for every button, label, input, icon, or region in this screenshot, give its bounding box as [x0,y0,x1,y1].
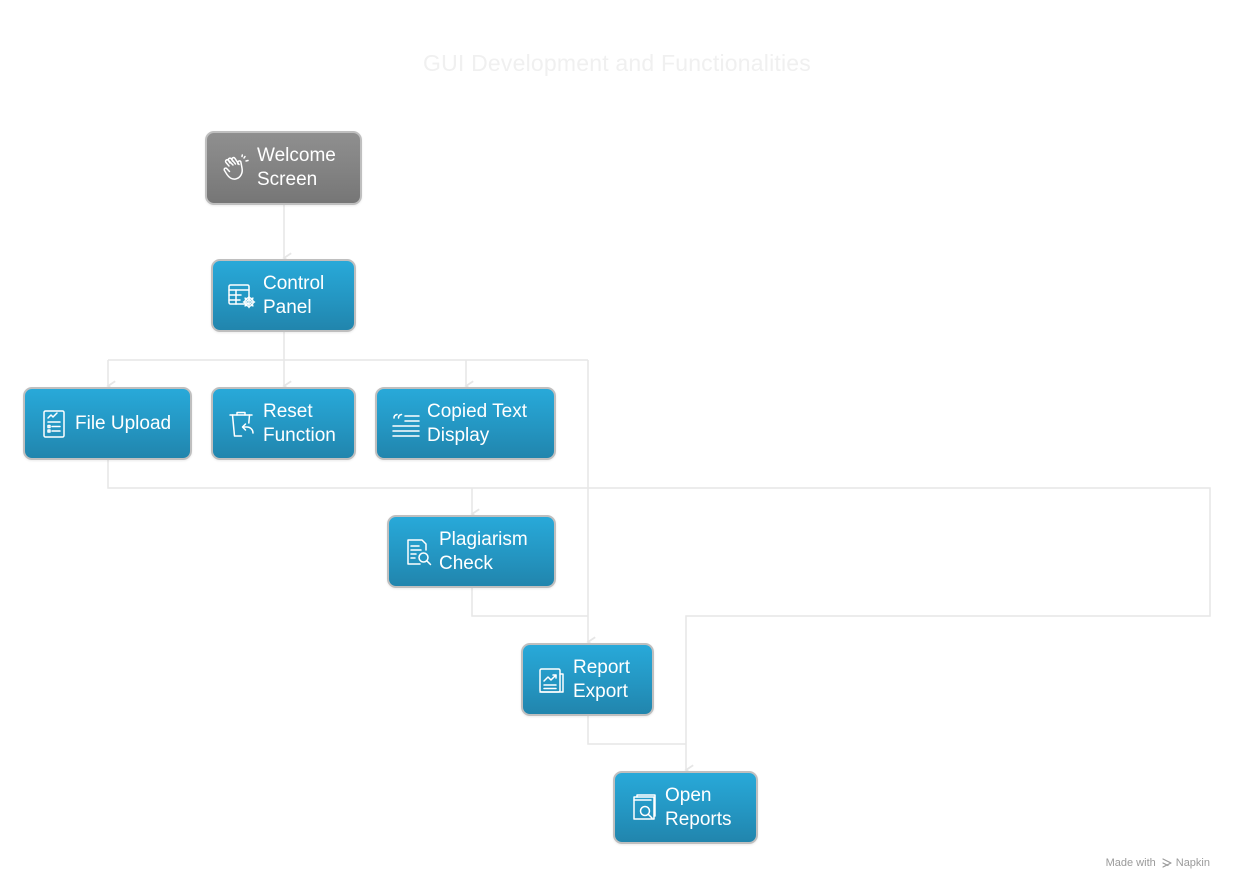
footer-attribution: Made with Napkin [1106,857,1210,869]
chart-report-icon [535,663,569,697]
book-search-icon [627,791,661,825]
node-reset-function: Reset Function [211,387,356,460]
node-copied-text-display: Copied Text Display [375,387,556,460]
node-label: Welcome Screen [257,145,336,190]
document-list-icon [37,407,71,441]
node-open-reports: Open Reports [613,771,758,844]
node-label: Reset Function [263,400,336,446]
diagram-title: GUI Development and Functionalities [423,50,811,76]
node-label: Open Reports [665,784,732,830]
node-label: File Upload [75,412,172,434]
napkin-logo-icon [1161,857,1173,869]
quote-text-icon [389,407,423,441]
footer-brand: Napkin [1175,857,1210,869]
document-search-icon [401,535,435,569]
connector-report-open [587,716,686,745]
node-label: Plagiarism Check [439,528,528,574]
trash-undo-icon [225,407,259,441]
table-gear-icon [225,279,259,313]
node-report-export: Report Export [521,643,654,716]
connector-file-upload-plagiarism [107,460,1211,776]
node-label: Control Panel [263,272,325,318]
node-plagiarism-check: Plagiarism Check [387,515,556,588]
node-file-upload: File Upload [23,387,192,460]
connector-plagiarism-report [471,588,588,617]
node-control-panel: Control Panel [211,259,356,332]
node-label: Copied Text Display [427,400,527,446]
node-label: Report Export [573,656,631,702]
footer-made-with: Made with [1105,857,1156,869]
node-welcome-screen: Welcome Screen [205,131,362,205]
waving-hand-icon [219,151,253,185]
